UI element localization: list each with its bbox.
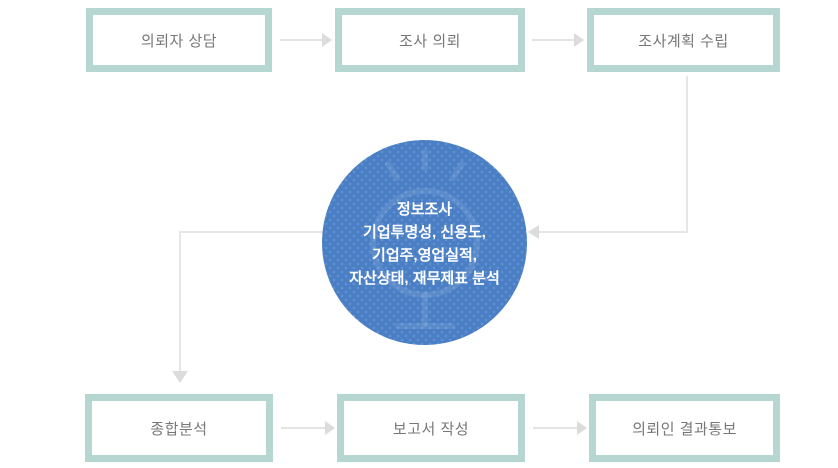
circle-text: 정보조사 기업투명성, 신용도, 기업주,영업실적, 자산상태, 재무제표 분석: [322, 196, 527, 290]
circle-line: 자산상태, 재무제표 분석: [349, 269, 500, 287]
flow-step-survey-request: 조사 의뢰: [335, 8, 525, 72]
flow-step-comprehensive-analysis: 종합분석: [85, 394, 273, 462]
flow-step-label: 조사 의뢰: [399, 32, 461, 50]
connector-line: [179, 231, 181, 371]
flow-step-client-consult: 의뢰자 상담: [86, 8, 272, 72]
circle-line: 기업주,영업실적,: [372, 246, 477, 264]
flow-step-label: 의뢰인 결과통보: [632, 420, 737, 438]
circle-line: 정보조사: [396, 200, 453, 218]
flow-step-survey-plan: 조사계획 수립: [587, 8, 780, 72]
circle-line: 기업투명성, 신용도,: [363, 223, 486, 241]
arrow-left-icon: [528, 225, 539, 239]
arrow-right-icon: [280, 33, 332, 47]
connector-line: [539, 231, 688, 233]
info-research-circle: 정보조사 기업투명성, 신용도, 기업주,영업실적, 자산상태, 재무제표 분석: [322, 140, 527, 345]
flow-step-label: 의뢰자 상담: [140, 32, 218, 50]
flow-step-label: 보고서 작성: [392, 420, 470, 438]
connector-line: [179, 231, 329, 233]
arrow-right-icon: [533, 421, 587, 435]
flow-step-label: 조사계획 수립: [638, 32, 729, 50]
arrow-down-icon: [172, 371, 188, 383]
flow-step-label: 종합분석: [150, 420, 208, 438]
lightbulb-icon: [369, 148, 480, 329]
flow-step-report-writing: 보고서 작성: [337, 394, 525, 462]
flow-step-client-result-notice: 의뢰인 결과통보: [589, 394, 780, 462]
connector-line: [686, 76, 688, 233]
arrow-right-icon: [532, 33, 584, 47]
arrow-right-icon: [281, 421, 335, 435]
